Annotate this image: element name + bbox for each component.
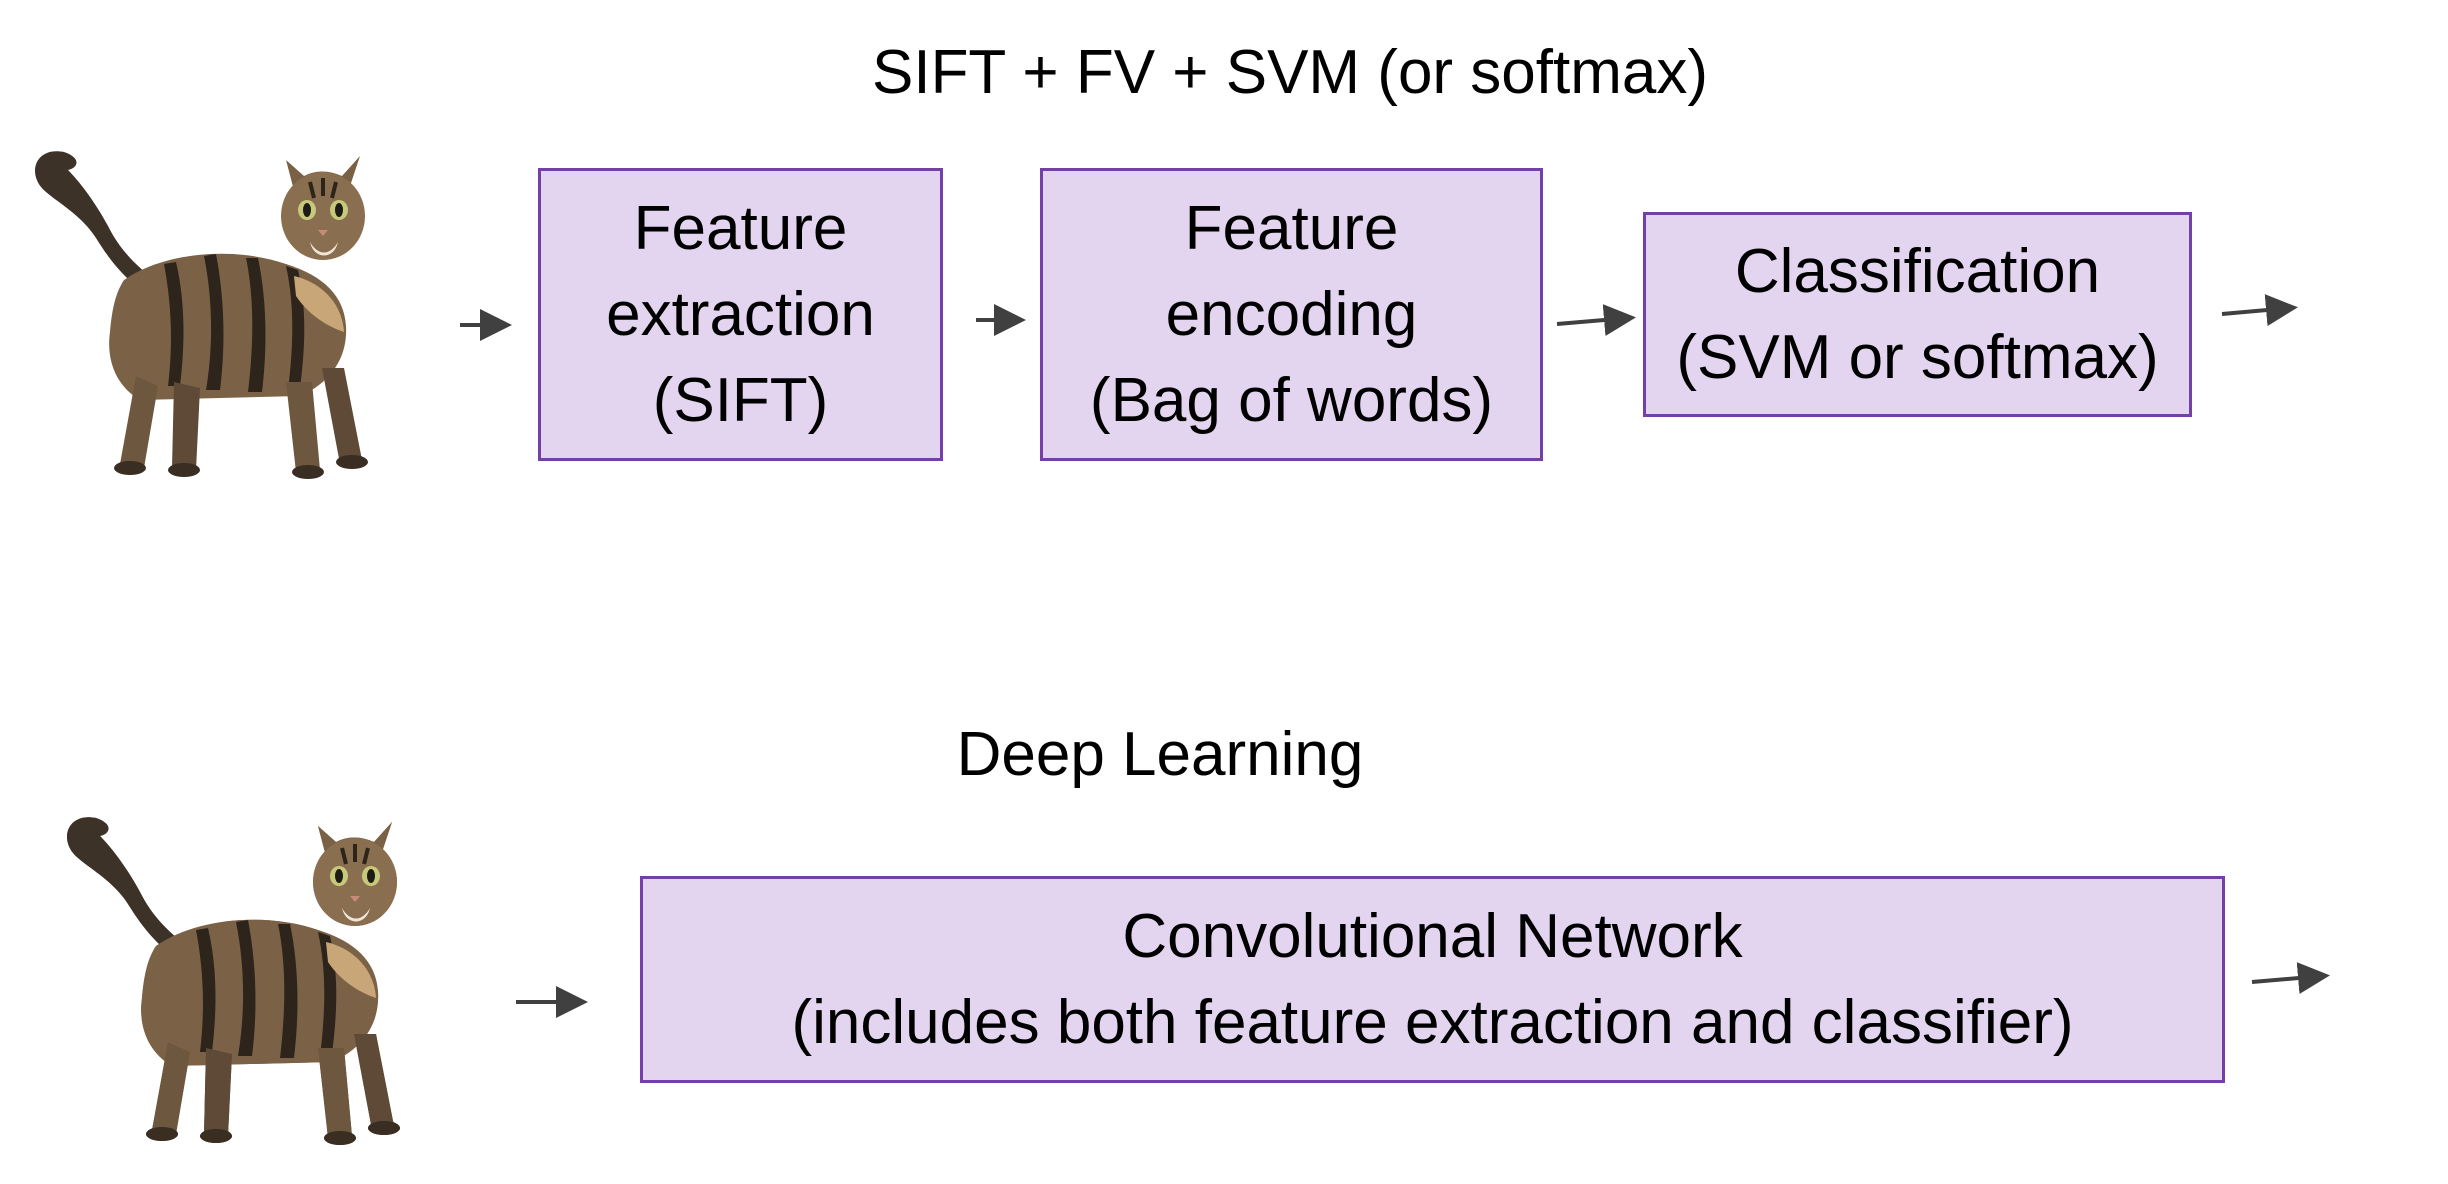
tabby-cat-icon — [56, 812, 426, 1152]
arrow-right-icon — [2221, 294, 2298, 327]
classification-line-1: Classification — [1734, 236, 2101, 306]
arrow-right-icon — [1556, 304, 1636, 336]
convnet-line-1: Convolutional Network — [1122, 901, 1743, 971]
feature-encoding-box: Feature encoding (Bag of words) — [1040, 168, 1543, 461]
feature-encoding-line-1: Feature — [1184, 193, 1399, 263]
convolutional-network-box: Convolutional Network (includes both fea… — [640, 876, 2225, 1083]
classification-line-2: (SVM or softmax) — [1676, 322, 2159, 392]
feature-extraction-box: Feature extraction (SIFT) — [538, 168, 943, 461]
feature-extraction-line-3: (SIFT) — [652, 365, 829, 435]
tabby-cat-icon — [34, 151, 368, 479]
pipeline-title-deep-learning: Deep Learning — [956, 720, 1364, 789]
feature-extraction-line-2: extraction — [606, 279, 875, 349]
feature-encoding-line-3: (Bag of words) — [1089, 365, 1494, 435]
feature-encoding-line-2: encoding — [1165, 279, 1418, 349]
arrow-right-icon — [2251, 962, 2330, 994]
pipeline-title-traditional: SIFT + FV + SVM (or softmax) — [871, 38, 1709, 107]
classification-box: Classification (SVM or softmax) — [1643, 212, 2192, 417]
convnet-line-2: (includes both feature extraction and cl… — [791, 987, 2074, 1057]
feature-extraction-line-1: Feature — [633, 193, 848, 263]
